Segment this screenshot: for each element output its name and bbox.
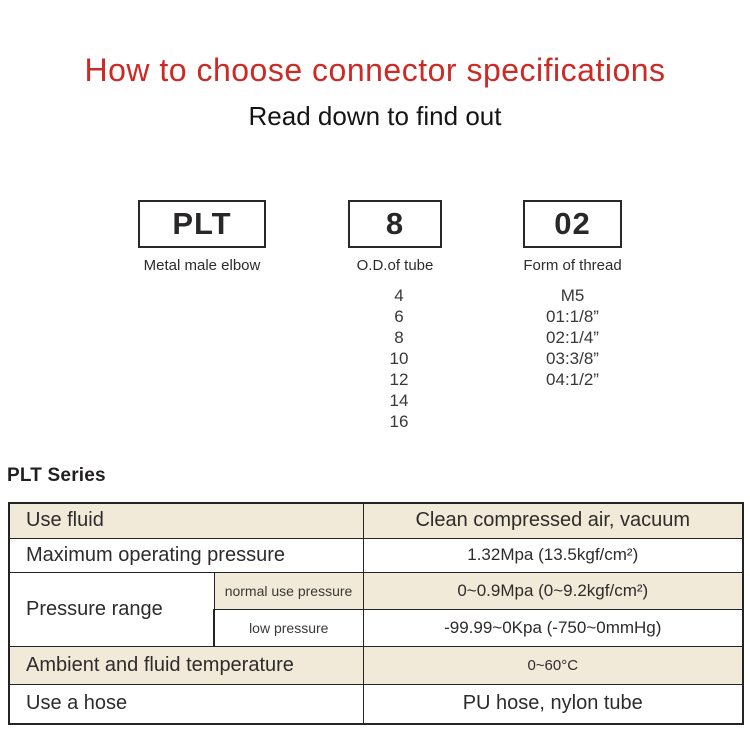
table-row-hose: Use a hose PU hose, nylon tube — [8, 683, 744, 725]
spec-label-tube: O.D.of tube — [356, 257, 434, 274]
table-row-pressure-low: low pressure -99.99~0Kpa (-750~0mmHg) — [9, 608, 744, 647]
series-heading: PLT Series — [7, 465, 106, 486]
list-item: 04:1/2” — [546, 370, 599, 389]
list-item: 01:1/8” — [546, 307, 599, 326]
spec-box-thread-form-text: 02 — [554, 206, 591, 241]
list-item: 8 — [394, 328, 404, 347]
cell-hose-label: Use a hose — [8, 683, 364, 725]
spec-label-thread: Form of thread — [523, 257, 622, 274]
spec-box-series-code-text: PLT — [172, 206, 232, 241]
cell-use-fluid-label: Use fluid — [8, 502, 364, 539]
spec-box-thread-form: 02 — [523, 200, 622, 248]
list-item: 10 — [389, 349, 409, 368]
list-item: 14 — [389, 391, 409, 410]
cell-max-pressure-label: Maximum operating pressure — [8, 537, 364, 573]
cell-hose-value: PU hose, nylon tube — [362, 683, 744, 725]
spec-box-series-code: PLT — [138, 200, 266, 248]
table-row-max-pressure: Maximum operating pressure 1.32Mpa (13.5… — [8, 537, 744, 573]
cell-use-fluid-value: Clean compressed air, vacuum — [362, 502, 744, 539]
cell-low-pressure-label: low pressure — [213, 608, 364, 647]
spec-box-tube-size-text: 8 — [385, 206, 405, 241]
cell-normal-pressure-label: normal use pressure — [213, 571, 364, 610]
cell-low-pressure-value: -99.99~0Kpa (-750~0mmHg) — [362, 608, 744, 647]
list-item: 4 — [394, 286, 404, 305]
cell-max-pressure-value: 1.32Mpa (13.5kgf/cm²) — [362, 537, 744, 573]
list-item: 16 — [389, 412, 409, 431]
cell-temperature-label: Ambient and fluid temperature — [8, 645, 364, 685]
cell-pressure-range-label: Pressure range — [8, 571, 215, 647]
thread-option-list: M5 01:1/8” 02:1/4” 03:3/8” 04:1/2” — [508, 285, 637, 390]
cell-normal-pressure-value: 0~0.9Mpa (0~9.2kgf/cm²) — [362, 571, 744, 610]
page-subtitle: Read down to find out — [248, 101, 502, 131]
spec-table: Use fluid Clean compressed air, vacuum M… — [8, 502, 744, 725]
spec-label-series: Metal male elbow — [143, 257, 261, 274]
page-title: How to choose connector specifications — [84, 52, 666, 88]
spec-box-tube-size: 8 — [348, 200, 442, 248]
cell-temperature-value: 0~60°C — [362, 645, 744, 685]
tube-option-list: 4 6 8 10 12 14 16 — [349, 285, 449, 432]
list-item: 12 — [389, 370, 409, 389]
table-row-temperature: Ambient and fluid temperature 0~60°C — [8, 645, 744, 685]
list-item: M5 — [560, 286, 585, 305]
table-row-use-fluid: Use fluid Clean compressed air, vacuum — [8, 502, 744, 539]
table-row-pressure-normal: Pressure range normal use pressure 0~0.9… — [8, 571, 744, 647]
list-item: 03:3/8” — [546, 349, 599, 368]
list-item: 6 — [394, 307, 404, 326]
list-item: 02:1/4” — [546, 328, 599, 347]
